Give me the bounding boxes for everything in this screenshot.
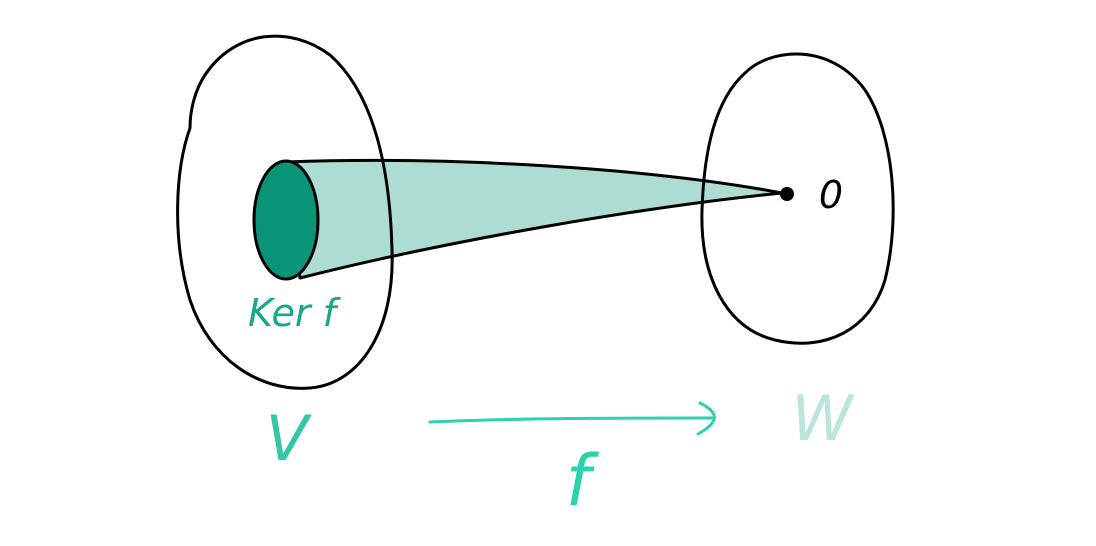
- map-arrow: [430, 418, 712, 422]
- map-label: f: [566, 440, 600, 522]
- codomain-label: W: [791, 382, 855, 455]
- kernel-label: Ker f: [248, 291, 342, 335]
- domain-label: V: [266, 402, 313, 475]
- zero-point: [780, 187, 794, 201]
- zero-label: 0: [819, 173, 843, 217]
- kernel-region: [254, 161, 318, 279]
